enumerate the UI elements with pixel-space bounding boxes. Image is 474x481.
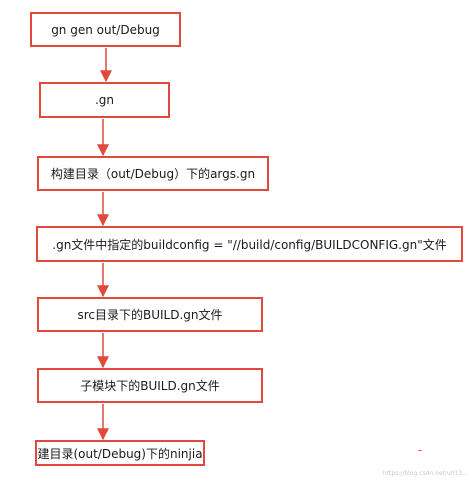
node-dot-gn: .gn xyxy=(39,82,170,118)
node-ninja-files: 构建目录(out/Debug)下的ninjia文 xyxy=(35,440,205,466)
node-buildconfig: .gn文件中指定的buildconfig = "//build/config/B… xyxy=(36,226,463,262)
node-submodule-build-gn: 子模块下的BUILD.gn文件 xyxy=(37,368,263,403)
node-src-build-gn: src目录下的BUILD.gn文件 xyxy=(37,297,263,332)
node-gn-gen: gn gen out/Debug xyxy=(30,12,181,47)
stray-mark: - xyxy=(418,443,423,457)
watermark: https://blog.csdn.net/u013... xyxy=(382,470,468,477)
node-args-gn: 构建目录（out/Debug）下的args.gn xyxy=(37,156,269,191)
